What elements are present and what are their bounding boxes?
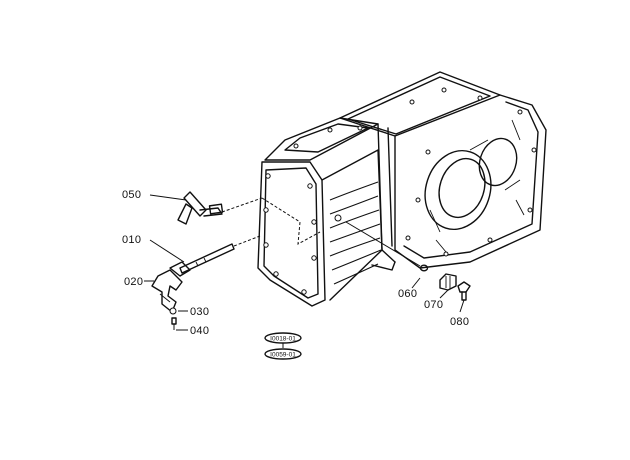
callout-070: 070: [424, 299, 443, 311]
callout-030: 030: [190, 306, 209, 318]
side-hatching: [329, 181, 382, 285]
callout-labels: 050 010 020 030 040 060 070 080: [122, 189, 469, 337]
washer-icon: [419, 264, 429, 272]
bolt-icon: [457, 281, 471, 301]
ref-oval-2: [264, 348, 302, 360]
reference-tags: I0018-01 I0059-01: [264, 332, 302, 360]
callout-080: 080: [450, 316, 469, 328]
spring-icon: [171, 317, 177, 325]
shift-fork-icon: [151, 261, 191, 313]
shift-rod-icon: [179, 243, 235, 274]
ball-icon: [169, 307, 177, 315]
transmission-case-icon: [257, 71, 547, 307]
callout-020: 020: [124, 276, 143, 288]
callout-040: 040: [190, 325, 209, 337]
shift-lever-icon: [177, 191, 224, 225]
callout-010: 010: [122, 234, 141, 246]
callout-050: 050: [122, 189, 141, 201]
ref-label-2: I0059-01: [270, 352, 296, 359]
plug-icon: [439, 273, 457, 291]
flange-bolts: [263, 87, 537, 295]
callout-060: 060: [398, 288, 417, 300]
ref-label-1: I0018-01: [270, 336, 296, 343]
